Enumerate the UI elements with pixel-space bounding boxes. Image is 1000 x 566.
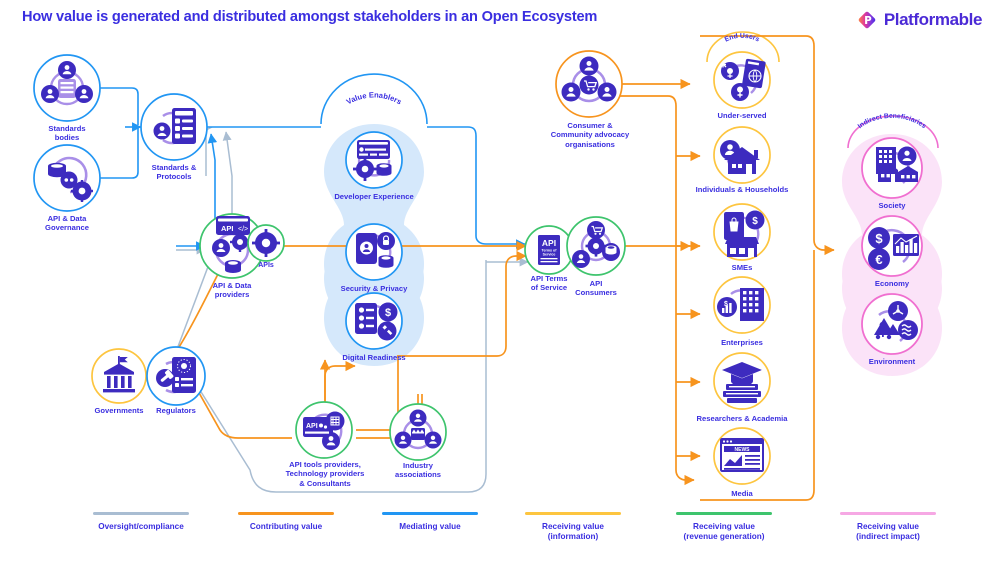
svg-text:$: $ [752, 216, 758, 227]
node-environment[interactable] [861, 293, 923, 355]
legend-swatch [525, 512, 621, 515]
platformable-logo: Platformable [857, 10, 982, 30]
node-api-consumers[interactable] [566, 216, 626, 276]
legend-label: Oversight/compliance [98, 521, 184, 531]
node-researchers-academia[interactable] [713, 352, 771, 410]
svg-text:NEWS: NEWS [735, 447, 751, 453]
legend-label: Contributing value [249, 521, 323, 531]
node-api-data-governance[interactable] [33, 144, 101, 212]
node-developer-experience[interactable] [345, 131, 403, 189]
legend-swatch [840, 512, 936, 515]
indirect-beneficiaries-arch [847, 115, 939, 149]
svg-text:API: API [306, 423, 318, 430]
legend-item-receiving-revenue: Receiving value (revenue generation) [636, 512, 812, 543]
indirect-beneficiaries-label: Indirect Beneficiaries [857, 113, 928, 130]
svg-text:Terms of: Terms of [542, 249, 558, 253]
legend-item-receiving-information: Receiving value (information) [492, 512, 654, 543]
node-under-served[interactable] [713, 51, 771, 109]
legend-swatch [238, 512, 334, 515]
legend-label: Receiving value (indirect impact) [856, 521, 920, 542]
legend-swatch [676, 512, 772, 515]
legend: Oversight/compliance Contributing value … [0, 512, 1000, 566]
legend-item-mediating: Mediating value [349, 512, 511, 532]
node-regulators[interactable] [146, 346, 206, 406]
node-economy[interactable]: $ € [861, 215, 923, 277]
legend-item-contributing: Contributing value [205, 512, 367, 532]
svg-text:Service: Service [543, 253, 556, 257]
contributing-lines [175, 35, 835, 501]
page-title: How value is generated and distributed a… [22, 9, 598, 25]
node-governments[interactable] [91, 348, 147, 404]
end-users-arch [706, 31, 780, 63]
node-industry-associations[interactable] [389, 403, 447, 461]
legend-label: Receiving value (revenue generation) [683, 521, 765, 542]
svg-text:</>: </> [238, 226, 248, 233]
node-apis[interactable] [247, 224, 285, 262]
legend-label: Receiving value (information) [542, 521, 604, 542]
mediating-lines [100, 87, 526, 251]
svg-text:API: API [221, 224, 234, 233]
legend-swatch [382, 512, 478, 515]
logo-text: Platformable [883, 10, 983, 29]
node-api-data-providers[interactable]: API </> [199, 213, 265, 279]
node-individuals-households[interactable] [713, 126, 771, 184]
node-society[interactable] [861, 137, 923, 199]
node-digital-readiness[interactable]: $ [345, 292, 403, 350]
legend-swatch [93, 512, 189, 515]
node-enterprises[interactable]: $ [713, 276, 771, 334]
svg-text:$: $ [385, 307, 391, 319]
legend-item-oversight: Oversight/compliance [60, 512, 222, 532]
svg-text:API: API [542, 238, 556, 248]
platformable-diamond-icon [858, 11, 876, 29]
node-smes[interactable]: $ [713, 203, 771, 261]
legend-item-receiving-indirect: Receiving value (indirect impact) [800, 512, 976, 543]
end-users-label: End Users [724, 33, 761, 44]
node-api-tools-providers[interactable]: API [295, 401, 353, 459]
svg-text:$: $ [875, 231, 883, 246]
svg-text:€: € [875, 252, 882, 267]
node-standards-bodies[interactable] [33, 54, 101, 122]
node-security-privacy[interactable] [345, 223, 403, 281]
node-media[interactable]: NEWS [713, 427, 771, 485]
legend-label: Mediating value [399, 521, 461, 531]
svg-text:$: $ [724, 301, 728, 308]
node-api-terms-of-service[interactable]: API Terms of Service [524, 225, 574, 275]
node-consumer-advocacy[interactable] [555, 50, 623, 118]
value-enablers-label: Value Enablers [345, 90, 403, 106]
node-standards-protocols[interactable] [140, 93, 208, 161]
